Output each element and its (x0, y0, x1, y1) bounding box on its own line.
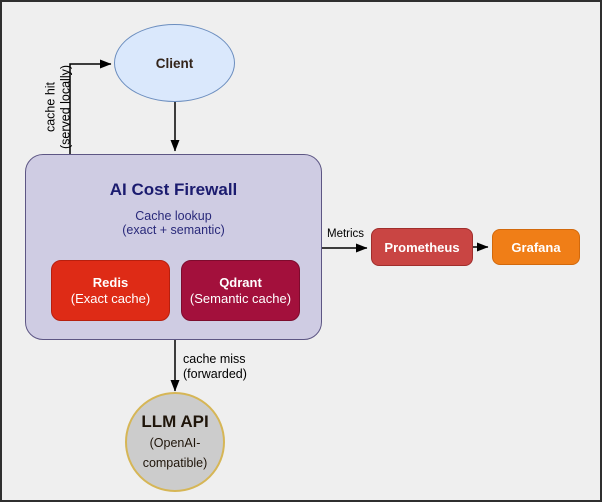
prometheus-label: Prometheus (384, 239, 460, 255)
qdrant-desc: (Semantic cache) (189, 290, 292, 306)
firewall-subtitle-line2: (exact + semantic) (122, 222, 225, 237)
llm-api-title: LLM API (141, 411, 209, 431)
firewall-title: AI Cost Firewall (109, 180, 238, 199)
firewall-subtitle-line1: Cache lookup (135, 209, 212, 223)
llm-api-node: LLM API (OpenAI- compatible) (125, 392, 225, 492)
cache-miss-label-line1: cache miss (183, 352, 246, 366)
grafana-label: Grafana (511, 239, 561, 255)
cache-hit-label-line1: cache hit (43, 81, 58, 133)
qdrant-name: Qdrant (219, 275, 262, 290)
client-label: Client (155, 55, 194, 71)
ai-cost-firewall-node: AI Cost Firewall Cache lookup (exact + s… (25, 154, 322, 340)
prometheus-node: Prometheus (371, 228, 473, 266)
firewall-subtitle: Cache lookup (exact + semantic) (122, 209, 225, 237)
redis-desc: (Exact cache) (70, 290, 151, 306)
llm-api-desc-line2: compatible) (142, 455, 208, 470)
cache-miss-label-line2: (forwarded) (183, 366, 247, 381)
redis-node: Redis (Exact cache) (51, 260, 170, 321)
client-node: Client (114, 24, 235, 102)
grafana-node: Grafana (492, 229, 580, 265)
cache-hit-label-line2: (served locally) (58, 64, 72, 150)
redis-name: Redis (92, 275, 129, 290)
qdrant-node: Qdrant (Semantic cache) (181, 260, 300, 321)
cache-miss-edge-label: cache miss (forwarded) (183, 352, 247, 381)
llm-api-desc: (OpenAI- compatible) (143, 433, 208, 473)
llm-api-desc-line1: (OpenAI- (149, 435, 201, 450)
edge-cache-hit-to-client (69, 59, 112, 154)
cache-hit-edge-label: cache hit (served locally) (44, 59, 74, 156)
metrics-edge-label: Metrics (327, 228, 365, 240)
